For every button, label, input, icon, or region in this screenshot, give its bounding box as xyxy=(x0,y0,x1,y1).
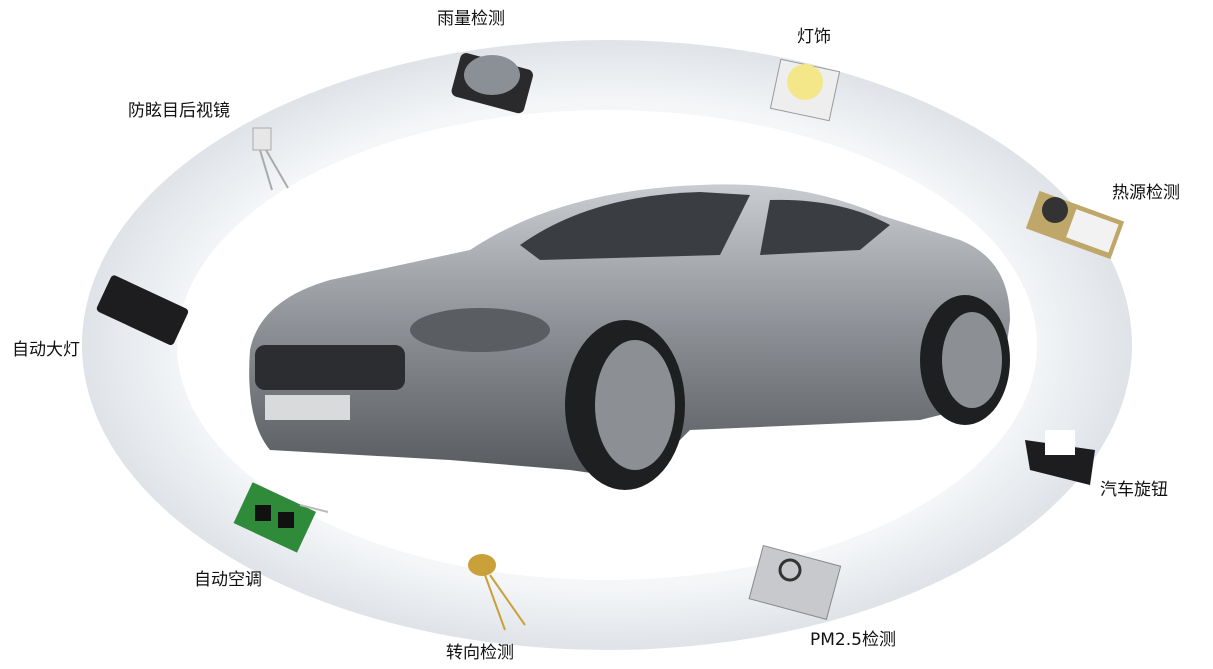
pcb-sensor-icon xyxy=(233,482,329,553)
photodiode-icon xyxy=(252,127,289,191)
light-sensor-icon xyxy=(96,275,189,345)
thermopile-sensor-icon xyxy=(1025,190,1125,260)
car-image xyxy=(249,184,1010,490)
label-steering-detection: 转向检测 xyxy=(446,643,514,663)
label-auto-ac: 自动空调 xyxy=(194,570,262,590)
label-anti-glare-mirror: 防眩目后视镜 xyxy=(128,101,230,121)
label-pm25-detection: PM2.5检测 xyxy=(810,630,896,650)
label-auto-headlight: 自动大灯 xyxy=(12,340,80,360)
to-can-sensor-icon xyxy=(468,554,526,631)
rain-sensor-icon xyxy=(451,53,533,114)
pm25-module-icon xyxy=(748,544,842,621)
led-chip-icon xyxy=(769,58,841,122)
slot-sensor-icon xyxy=(1025,430,1095,485)
label-decorative-lighting: 灯饰 xyxy=(797,27,831,47)
label-heat-detection: 热源检测 xyxy=(1112,183,1180,203)
label-rain-detection: 雨量检测 xyxy=(437,9,505,29)
label-car-knob: 汽车旋钮 xyxy=(1100,480,1168,500)
